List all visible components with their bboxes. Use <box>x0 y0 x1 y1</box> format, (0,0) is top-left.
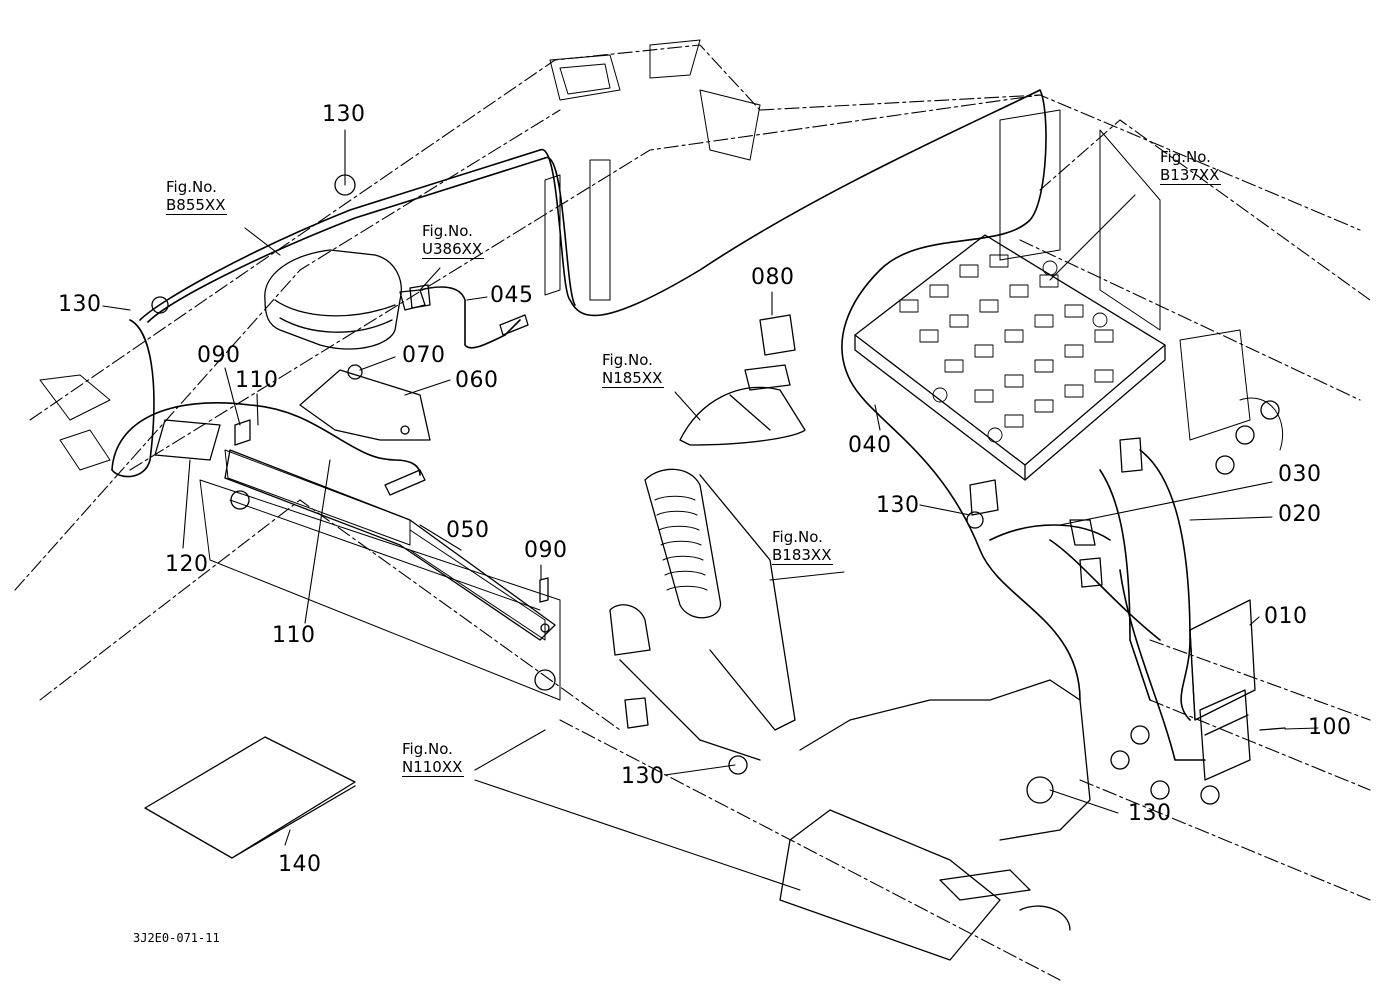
part-label-140: 140 <box>278 852 322 877</box>
fig-ref-code: N185XX <box>602 369 665 388</box>
lever-armrest <box>609 468 796 761</box>
part-label-090-right: 090 <box>524 538 568 563</box>
part-label-050: 050 <box>446 518 490 543</box>
part-label-110-top: 110 <box>235 368 279 393</box>
fig-ref-code: N110XX <box>402 758 465 777</box>
frame-solid-lines <box>39 39 1284 701</box>
fig-ref-code: B183XX <box>772 546 834 565</box>
fig-ref-prefix: Fig.No. <box>602 351 653 369</box>
fig-ref-u386[interactable]: Fig.No. U386XX <box>422 222 485 259</box>
part-label-110-bottom: 110 <box>272 623 316 648</box>
antenna-bracket <box>299 364 431 441</box>
fig-ref-code: U386XX <box>422 240 485 259</box>
fig-ref-prefix: Fig.No. <box>422 222 473 240</box>
part-label-030: 030 <box>1278 462 1322 487</box>
antenna-unit <box>264 249 426 350</box>
part-label-060: 060 <box>455 368 499 393</box>
part-label-120: 120 <box>165 552 209 577</box>
part-label-090-left: 090 <box>197 343 241 368</box>
switch-assembly <box>679 314 806 446</box>
part-label-130-top: 130 <box>322 102 366 127</box>
harness-cables <box>111 89 1206 761</box>
fig-ref-n185[interactable]: Fig.No. N185XX <box>602 351 665 388</box>
lower-frame <box>779 400 1280 961</box>
part-label-130-mid: 130 <box>876 493 920 518</box>
fig-ref-n110[interactable]: Fig.No. N110XX <box>402 740 465 777</box>
manual-book <box>144 736 356 859</box>
fig-ref-prefix: Fig.No. <box>1160 148 1211 166</box>
leader-lines <box>102 129 1319 891</box>
fig-ref-code: B137XX <box>1160 166 1222 185</box>
part-label-045: 045 <box>490 283 534 308</box>
fig-ref-b183[interactable]: Fig.No. B183XX <box>772 528 834 565</box>
fig-ref-b855[interactable]: Fig.No. B855XX <box>166 178 228 215</box>
part-label-130-left: 130 <box>58 292 102 317</box>
fig-ref-b137[interactable]: Fig.No. B137XX <box>1160 148 1222 185</box>
chassis-frame <box>14 44 1371 981</box>
fig-ref-prefix: Fig.No. <box>772 528 823 546</box>
part-label-040: 040 <box>848 433 892 458</box>
fig-ref-prefix: Fig.No. <box>402 740 453 758</box>
control-box <box>854 234 1166 481</box>
part-label-080: 080 <box>751 265 795 290</box>
fig-ref-code: B855XX <box>166 196 228 215</box>
part-label-070: 070 <box>402 343 446 368</box>
mounting-plate <box>224 419 556 691</box>
fig-ref-prefix: Fig.No. <box>166 178 217 196</box>
part-label-010: 010 <box>1264 604 1308 629</box>
part-label-130-lever: 130 <box>621 764 665 789</box>
part-label-130-bottom: 130 <box>1128 801 1172 826</box>
drawing-code: 3J2E0-071-11 <box>133 931 220 945</box>
part-label-100: 100 <box>1308 715 1352 740</box>
part-label-020: 020 <box>1278 502 1322 527</box>
decal-120 <box>154 419 221 461</box>
controller-unit <box>1189 599 1286 781</box>
connectors <box>151 174 1143 804</box>
